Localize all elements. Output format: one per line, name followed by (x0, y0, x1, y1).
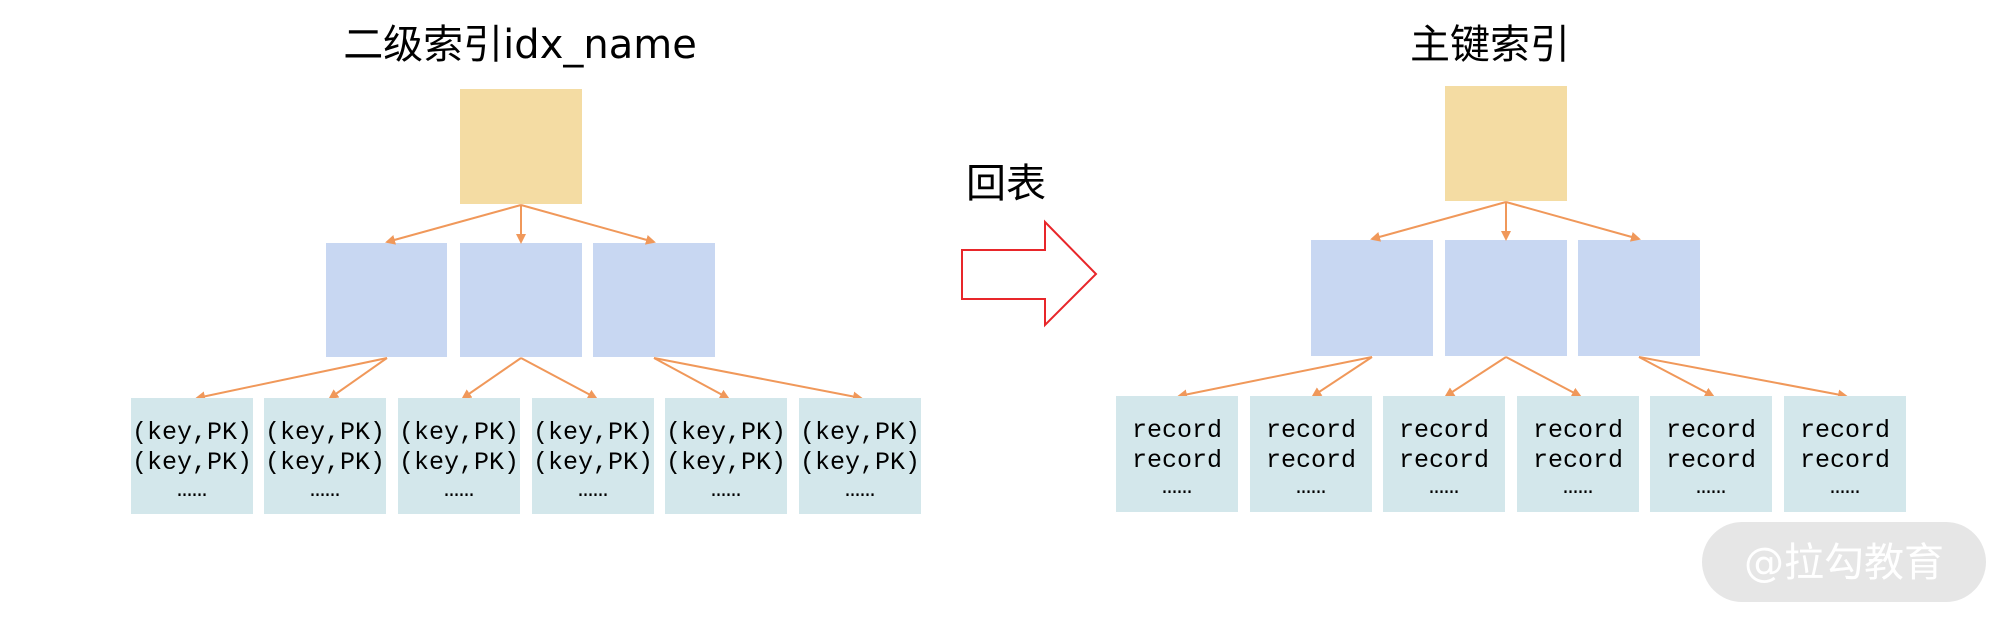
leaf-ellipsis: …… (444, 475, 474, 504)
leaf-entry: (key,PK) (533, 418, 653, 447)
leaf-ellipsis: …… (310, 475, 340, 504)
watermark-text: @拉勾教育 (1744, 540, 1944, 586)
leaf-node: record record …… (1116, 396, 1238, 512)
root-to-internal-edges (385, 204, 656, 245)
secondary-index-title: 二级索引idx_name (343, 22, 697, 68)
lookup-back-transition: 回表 (961, 161, 1098, 328)
leaf-entry: (key,PK) (399, 448, 519, 477)
leaf-ellipsis: …… (845, 475, 875, 504)
lookup-back-label: 回表 (966, 161, 1046, 207)
leaf-entry: (key,PK) (666, 448, 786, 477)
right-arrow-icon (961, 219, 1098, 328)
leaf-record: record (1533, 416, 1623, 445)
leaf-record: record (1266, 446, 1356, 475)
leaf-ellipsis: …… (1429, 472, 1459, 501)
secondary-index-tree: 二级索引idx_name (key,PK) (key,PK) …… (key, (131, 22, 921, 514)
leaf-ellipsis: …… (1563, 472, 1593, 501)
leaf-entry: (key,PK) (533, 448, 653, 477)
root-node (460, 89, 582, 204)
leaf-record: record (1666, 416, 1756, 445)
primary-index-title: 主键索引 (1410, 22, 1570, 68)
internal-node (460, 243, 582, 357)
leaf-entry: (key,PK) (265, 448, 385, 477)
leaf-node: (key,PK) (key,PK) …… (131, 398, 253, 514)
internal-to-leaf-edges (195, 357, 863, 402)
leaf-ellipsis: …… (1296, 472, 1326, 501)
root-node (1445, 86, 1567, 201)
internal-node (326, 243, 447, 357)
internal-to-leaf-edges (1177, 356, 1848, 400)
leaf-entry: (key,PK) (399, 418, 519, 447)
leaf-record: record (1399, 416, 1489, 445)
internal-node (1578, 240, 1700, 356)
leaf-node: record record …… (1517, 396, 1639, 512)
leaf-record: record (1266, 416, 1356, 445)
leaf-node: record record …… (1250, 396, 1372, 512)
leaf-entry: (key,PK) (666, 418, 786, 447)
leaf-ellipsis: …… (711, 475, 741, 504)
leaf-node: (key,PK) (key,PK) …… (532, 398, 654, 514)
leaf-ellipsis: …… (1696, 472, 1726, 501)
internal-node (593, 243, 715, 357)
watermark: @拉勾教育 (1702, 522, 1986, 602)
leaf-node: (key,PK) (key,PK) …… (398, 398, 520, 514)
leaf-node: (key,PK) (key,PK) …… (665, 398, 787, 514)
leaf-node: (key,PK) (key,PK) …… (264, 398, 386, 514)
internal-node (1311, 240, 1433, 356)
primary-index-tree: 主键索引 record record …… record reco (1116, 22, 1906, 512)
internal-node (1445, 240, 1567, 356)
leaf-record: record (1132, 416, 1222, 445)
leaf-entry: (key,PK) (800, 448, 920, 477)
leaf-record: record (1800, 446, 1890, 475)
leaf-record: record (1666, 446, 1756, 475)
leaf-entry: (key,PK) (265, 418, 385, 447)
leaf-entry: (key,PK) (800, 418, 920, 447)
leaf-ellipsis: …… (177, 475, 207, 504)
leaf-node: (key,PK) (key,PK) …… (799, 398, 921, 514)
leaf-node: record record …… (1383, 396, 1505, 512)
leaf-node: record record …… (1784, 396, 1906, 512)
leaf-record: record (1800, 416, 1890, 445)
leaf-entry: (key,PK) (132, 448, 252, 477)
leaf-entry: (key,PK) (132, 418, 252, 447)
leaf-record: record (1132, 446, 1222, 475)
leaf-ellipsis: …… (1162, 472, 1192, 501)
leaf-ellipsis: …… (1830, 472, 1860, 501)
leaf-record: record (1399, 446, 1489, 475)
root-to-internal-edges (1370, 201, 1641, 242)
leaf-record: record (1533, 446, 1623, 475)
leaf-node: record record …… (1650, 396, 1772, 512)
leaf-ellipsis: …… (578, 475, 608, 504)
